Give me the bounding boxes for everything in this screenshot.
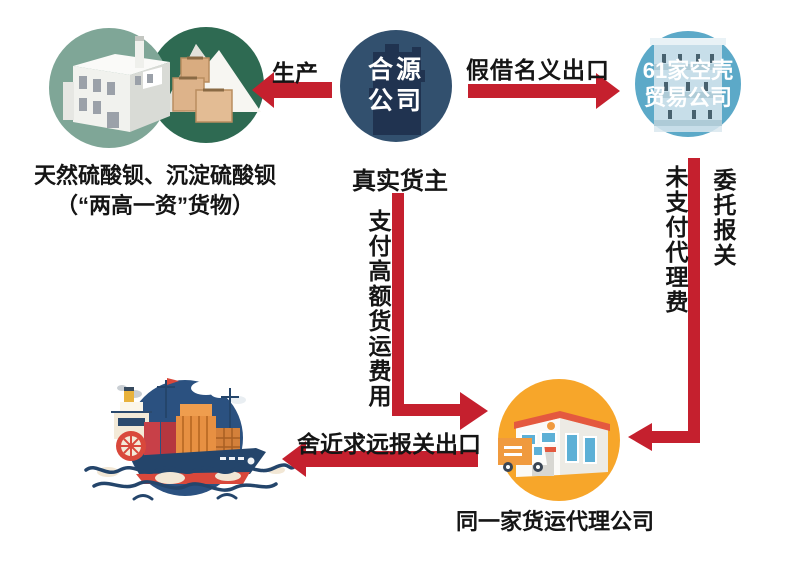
heyuan-node — [340, 30, 452, 142]
shell-label-line1: 61家空壳 — [642, 57, 734, 83]
factory-icon — [63, 36, 170, 132]
producer-illustration — [49, 27, 264, 148]
pay-freight-arrow-label: 支付高额货运费用 — [365, 209, 391, 409]
unpaid-fee-label: 未支付代理费 — [662, 165, 688, 315]
shell-label: 61家空壳 贸易公司 — [634, 30, 742, 138]
produce-arrow-label: 生产 — [272, 60, 318, 86]
freight-building-icon — [514, 411, 610, 477]
produce-arrow — [252, 72, 332, 108]
truck-icon — [498, 438, 547, 472]
freight-node — [498, 379, 620, 501]
waves-icon — [84, 463, 296, 501]
detour-arrow-label: 舍近求远报关出口 — [297, 431, 481, 457]
heyuan-label-line1: 合源 — [367, 55, 424, 84]
real-owner-caption: 真实货主 — [352, 168, 448, 195]
shell-label-line2: 贸易公司 — [643, 85, 732, 110]
heyuan-building-icon — [373, 44, 421, 135]
pay-freight-arrow — [392, 193, 488, 430]
shell-node — [635, 31, 741, 137]
freight-caption: 同一家货运代理公司 — [455, 509, 654, 534]
boxes-icon — [172, 56, 233, 123]
heyuan-label: 合源 公司 — [340, 30, 452, 142]
heyuan-label-line2: 公司 — [367, 87, 424, 115]
producer-caption-line1: 天然硫酸钡、沉淀硫酸钡 — [33, 163, 276, 188]
ship-node — [84, 378, 296, 501]
fake-export-arrow-label: 假借名义出口 — [466, 57, 610, 83]
fake-export-arrow — [468, 73, 620, 109]
entrust-arrow-label: 委托报关 — [710, 168, 736, 268]
detour-arrow — [282, 441, 478, 477]
shell-building-icon — [650, 38, 726, 132]
producer-caption-line2: （“两高一资”货物） — [55, 193, 254, 218]
entrust-arrow — [628, 158, 700, 451]
